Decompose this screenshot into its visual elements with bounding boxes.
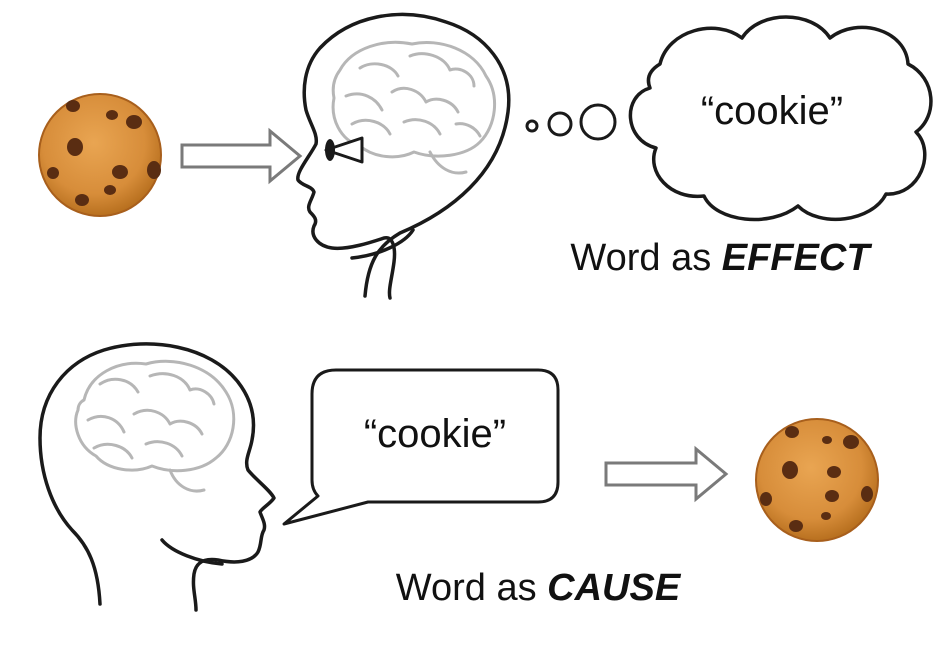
eye-icon	[324, 136, 364, 164]
effect-scene: “cookie” Word as EFFECT	[38, 12, 933, 300]
cookie-icon	[38, 93, 162, 217]
head-icon	[38, 342, 276, 612]
thought-cloud-text: “cookie”	[701, 89, 843, 133]
thought-dot-small	[525, 119, 539, 133]
cause-caption-prefix: Word as	[396, 567, 547, 609]
cause-scene: “cookie” Word as CAUSE	[38, 342, 879, 612]
effect-caption-emphasis: EFFECT	[722, 237, 873, 279]
speech-bubble-text: “cookie”	[364, 412, 506, 456]
cause-caption: Word as CAUSE	[396, 567, 682, 609]
head-icon	[296, 12, 511, 300]
thought-dot-large	[579, 103, 617, 141]
thought-dot-medium	[547, 111, 573, 137]
speech-bubble	[282, 368, 560, 526]
effect-caption: Word as EFFECT	[570, 237, 872, 279]
effect-caption-prefix: Word as	[570, 237, 721, 279]
arrow-right-icon	[180, 127, 303, 185]
cookie-icon	[755, 418, 879, 542]
thought-cloud	[628, 15, 933, 222]
cause-caption-emphasis: CAUSE	[547, 567, 682, 609]
arrow-right-icon	[604, 445, 729, 503]
